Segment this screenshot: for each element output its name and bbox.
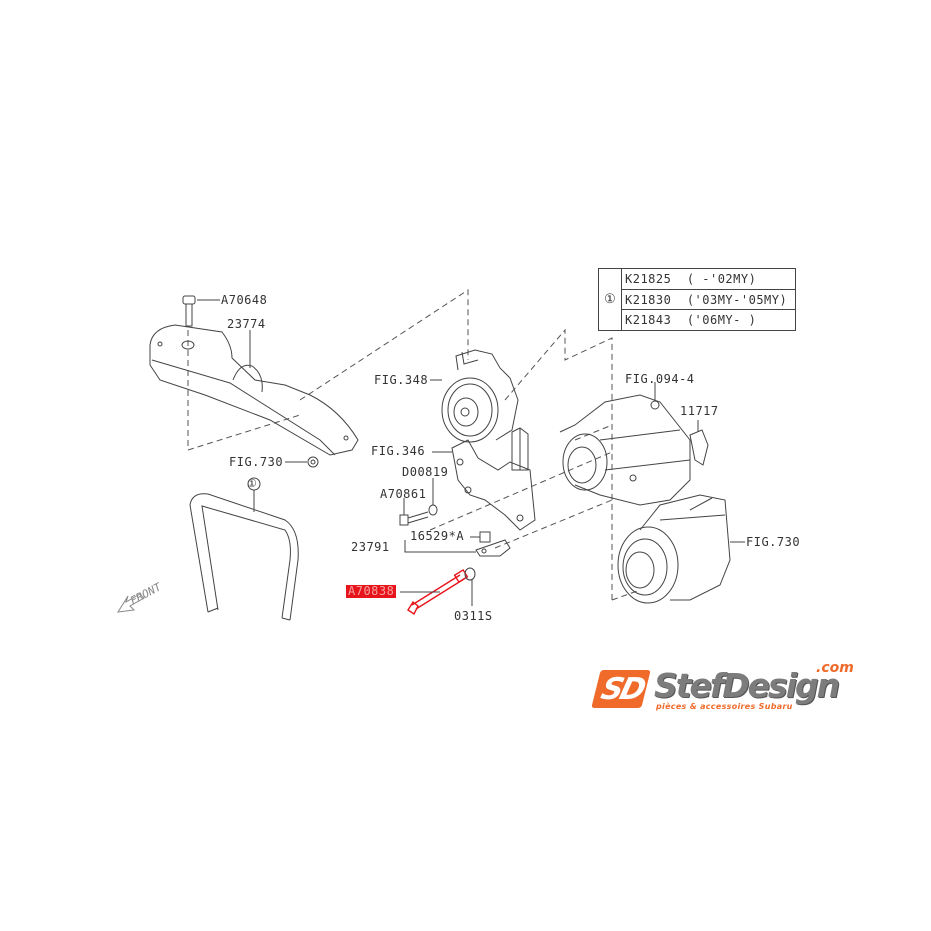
label-16529a[interactable]: 16529*A bbox=[410, 529, 465, 543]
logo-tagline: pièces & accessoires Subaru bbox=[656, 702, 793, 711]
guide-lines bbox=[187, 289, 641, 601]
kit-row: K21825 ( -'02MY) bbox=[622, 269, 795, 289]
kit-row: K21843 ('06MY- ) bbox=[622, 309, 795, 329]
label-d00819[interactable]: D00819 bbox=[402, 465, 449, 479]
label-a70861[interactable]: A70861 bbox=[380, 487, 427, 501]
label-fig346[interactable]: FIG.346 bbox=[371, 444, 426, 458]
kit-part-number: K21843 bbox=[625, 313, 672, 327]
label-fig730-right[interactable]: FIG.730 bbox=[746, 535, 801, 549]
cover-23774 bbox=[149, 324, 359, 456]
nut-fig730 bbox=[285, 456, 319, 468]
label-fig730-top[interactable]: FIG.730 bbox=[229, 455, 284, 469]
kit-model-range: ('03MY-'05MY) bbox=[686, 293, 788, 307]
logo-mark: SD bbox=[591, 670, 651, 708]
bracket-11717 bbox=[689, 420, 709, 466]
bolt-a70648 bbox=[182, 295, 220, 327]
ac-compressor bbox=[617, 494, 745, 604]
power-steering-pump bbox=[430, 349, 519, 443]
stefdesign-logo: SD StefDesign .com pièces & accessoires … bbox=[591, 660, 858, 714]
drive-belt bbox=[189, 477, 299, 621]
logo-suffix: .com bbox=[816, 660, 854, 676]
washer-0311s bbox=[464, 567, 476, 606]
bracket-fig346 bbox=[432, 427, 536, 531]
label-fig348[interactable]: FIG.348 bbox=[374, 373, 429, 387]
label-23774[interactable]: 23774 bbox=[227, 317, 266, 331]
kit-ref-circle: ① bbox=[599, 269, 622, 330]
label-belt-ref: ① bbox=[247, 477, 258, 490]
label-23791[interactable]: 23791 bbox=[351, 540, 390, 554]
bolt-a70861 bbox=[399, 498, 429, 526]
bracket-23791 bbox=[404, 531, 511, 557]
label-a70648[interactable]: A70648 bbox=[221, 293, 268, 307]
kit-model-range: ('06MY- ) bbox=[686, 313, 757, 327]
kit-part-number: K21825 bbox=[625, 272, 672, 286]
logo-name: StefDesign bbox=[654, 666, 840, 705]
label-a70838-highlighted[interactable]: A70838 bbox=[346, 584, 397, 598]
washer-d00819 bbox=[428, 478, 438, 516]
bolt-a70838-highlight bbox=[400, 568, 469, 616]
label-11717[interactable]: 11717 bbox=[680, 404, 719, 418]
kit-reference-table: ① K21825 ( -'02MY) K21830 ('03MY-'05MY) … bbox=[598, 268, 796, 331]
front-arrow bbox=[117, 593, 145, 613]
label-0311s[interactable]: 0311S bbox=[454, 609, 493, 623]
kit-part-number: K21830 bbox=[625, 293, 672, 307]
label-fig094-4[interactable]: FIG.094-4 bbox=[625, 372, 695, 386]
alternator bbox=[559, 382, 691, 506]
kit-model-range: ( -'02MY) bbox=[686, 272, 757, 286]
kit-row: K21830 ('03MY-'05MY) bbox=[622, 289, 795, 309]
